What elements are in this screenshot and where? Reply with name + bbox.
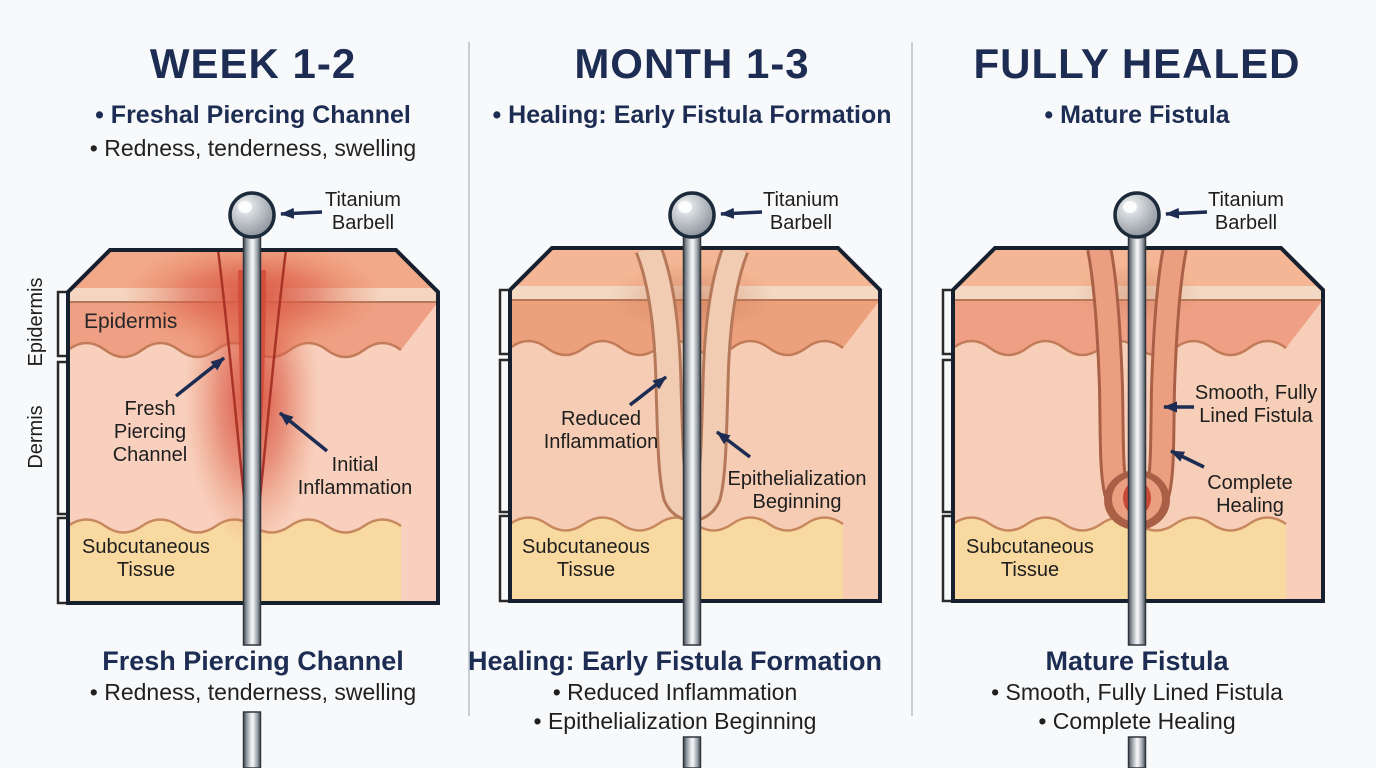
arrow-epithelialization xyxy=(715,430,752,459)
bracket-subcutaneous xyxy=(498,514,508,603)
arrow-initial-inflammation xyxy=(278,411,329,453)
caption-bullet: • Redness, tenderness, swelling xyxy=(89,679,417,705)
block-outline xyxy=(508,246,882,603)
barbell-ball xyxy=(1113,191,1161,239)
channel-wall-left xyxy=(216,250,248,517)
caption-month-1-3: Healing: Early Fistula Formation • Reduc… xyxy=(445,646,905,734)
label-subcutaneous-1: Subcutaneous Tissue xyxy=(82,536,210,581)
side-label-dermis: Dermis xyxy=(25,405,47,469)
label-epidermis-inline: Epidermis xyxy=(84,310,178,333)
bracket-epidermis xyxy=(498,288,508,356)
titanium-barbell-fully-healed xyxy=(1113,191,1161,768)
panel-subtitle-bold: • Freshal Piercing Channel xyxy=(95,101,411,129)
titanium-barbell-month-1-3 xyxy=(668,191,716,768)
panel-subtitle-bold: • Healing: Early Fistula Formation xyxy=(492,101,892,129)
caption-bullet: • Complete Healing xyxy=(1038,708,1236,734)
label-titanium-barbell-2: Titanium Barbell xyxy=(763,189,839,234)
ball-highlight xyxy=(238,201,252,213)
label-subcutaneous-3: Subcutaneous Tissue xyxy=(966,536,1094,581)
barbell-ball xyxy=(668,191,716,239)
arrow-titanium-3 xyxy=(1165,207,1208,219)
label-titanium-barbell-1: Titanium Barbell xyxy=(325,189,401,234)
caption-title: Mature Fistula xyxy=(1045,646,1229,676)
label-initial-inflammation: Initial Inflammation xyxy=(297,454,413,499)
bracket-epidermis xyxy=(941,288,951,356)
ball-highlight xyxy=(1123,201,1137,213)
titanium-barbell-week-1-2 xyxy=(228,191,276,768)
panel-subtitle-bold: • Mature Fistula xyxy=(1044,101,1230,129)
channel-wall-right xyxy=(256,250,288,519)
bracket-dermis xyxy=(498,358,508,514)
panel-header-week-1-2: WEEK 1-2 • Freshal Piercing Channel • Re… xyxy=(33,40,473,162)
barbell-post xyxy=(682,236,702,646)
block-outline xyxy=(951,246,1325,603)
panel-subtitle-regular: • Redness, tenderness, swelling xyxy=(89,135,417,161)
ball-highlight xyxy=(678,201,692,213)
caption-bullet: • Reduced Inflammation xyxy=(552,679,798,705)
block-outline xyxy=(66,248,440,605)
bracket-dermis xyxy=(56,360,66,516)
subcutaneous-layer xyxy=(510,517,843,601)
caption-title: Fresh Piercing Channel xyxy=(102,646,404,676)
bracket-subcutaneous xyxy=(56,516,66,605)
annotation-arrows xyxy=(174,207,1208,469)
barbell-post xyxy=(1127,236,1147,646)
side-label-epidermis: Epidermis xyxy=(25,277,47,367)
panel-header-fully-healed: FULLY HEALED • Mature Fistula xyxy=(917,40,1357,130)
label-fresh-piercing-channel: Fresh Piercing Channel xyxy=(112,398,188,466)
subcutaneous-layer xyxy=(953,517,1286,601)
caption-bullet: • Epithelialization Beginning xyxy=(533,708,817,734)
caption-title: Healing: Early Fistula Formation xyxy=(467,646,883,676)
panel-title: MONTH 1-3 xyxy=(574,40,810,87)
label-complete-healing: Complete Healing xyxy=(1207,472,1293,517)
panel-title: WEEK 1-2 xyxy=(149,40,357,87)
bracket-epidermis xyxy=(56,290,66,358)
barbell-post-lower xyxy=(242,711,262,768)
bracket-dermis xyxy=(941,358,951,514)
barbell-post-lower xyxy=(1127,736,1147,768)
subcutaneous-layer xyxy=(68,519,401,603)
barbell-post xyxy=(242,236,262,646)
panel-title: FULLY HEALED xyxy=(973,40,1301,87)
arrow-titanium-2 xyxy=(720,207,763,219)
arrow-titanium-1 xyxy=(280,207,323,219)
panel-header-month-1-3: MONTH 1-3 • Healing: Early Fistula Forma… xyxy=(472,40,912,130)
label-smooth-fully-lined-fistula: Smooth, Fully Lined Fistula xyxy=(1194,382,1318,427)
arrow-complete-healing xyxy=(1170,449,1205,469)
bracket-subcutaneous xyxy=(941,514,951,603)
label-epithelialization-beginning: Epithelialization Beginning xyxy=(727,468,867,513)
arrow-reduced-inflammation xyxy=(628,375,668,407)
barbell-ball xyxy=(228,191,276,239)
caption-fully-healed: Mature Fistula • Smooth, Fully Lined Fis… xyxy=(907,646,1367,734)
caption-bullet: • Smooth, Fully Lined Fistula xyxy=(991,679,1283,705)
label-subcutaneous-2: Subcutaneous Tissue xyxy=(522,536,650,581)
barbell-post-lower xyxy=(682,736,702,768)
arrow-fresh-channel xyxy=(174,356,226,398)
label-reduced-inflammation: Reduced Inflammation xyxy=(543,408,659,453)
label-titanium-barbell-3: Titanium Barbell xyxy=(1208,189,1284,234)
caption-week-1-2: Fresh Piercing Channel • Redness, tender… xyxy=(23,646,483,705)
